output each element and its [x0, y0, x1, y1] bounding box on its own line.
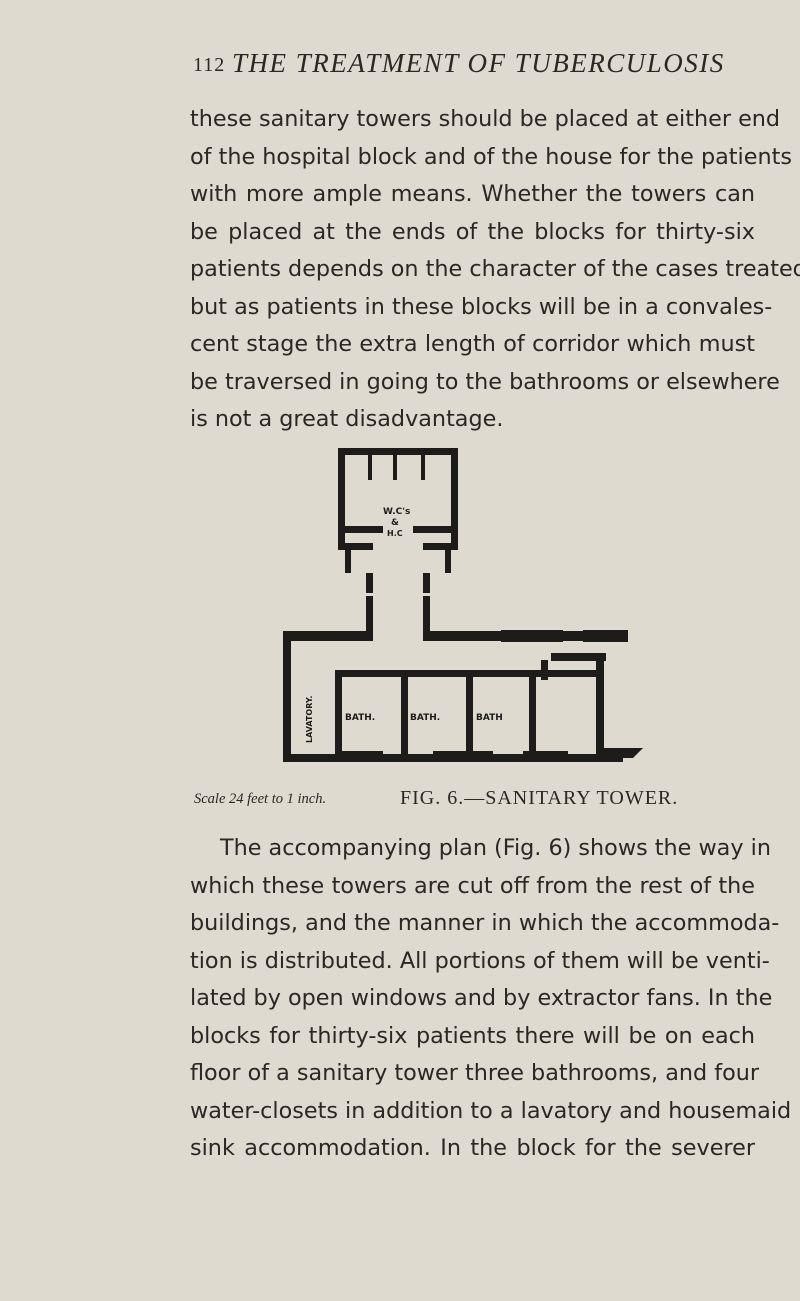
plan-labels: W.C's & H.C LAVATORY. BATH. BATH. BATH	[305, 507, 503, 743]
plan-walls	[283, 448, 643, 762]
text-line: is not a great disadvantage.	[190, 406, 504, 432]
text-line: of the hospital block and of the house f…	[190, 143, 792, 170]
text-line: these sanitary towers should be placed a…	[190, 106, 781, 132]
text-line: The accompanying plan (Fig. 6) shows the…	[220, 835, 771, 861]
text-line: water-closets in addition to a lavatory …	[190, 1097, 792, 1124]
text-line: be placed at the ends of the blocks for …	[190, 218, 755, 245]
text-line: buildings, and the manner in which the a…	[190, 910, 780, 936]
text-line: lated by open windows and by extractor f…	[190, 985, 773, 1011]
paragraph-1: these sanitary towers should be placed a…	[190, 101, 800, 439]
page-number: 112	[193, 54, 226, 76]
wc-label-amp: &	[391, 518, 399, 528]
lavatory-label: LAVATORY.	[305, 696, 314, 743]
running-header: 112 THE TREATMENT OF TUBERCULOSIS	[0, 48, 800, 88]
wc-label-top: W.C's	[383, 507, 410, 517]
text-line: tion is distributed. All portions of the…	[190, 947, 770, 974]
text-line: sink accommodation. In the block for the…	[190, 1135, 755, 1161]
wc-label-bottom: H.C	[387, 529, 403, 538]
sanitary-tower-floor-plan: W.C's & H.C LAVATORY. BATH. BATH. BATH	[283, 448, 643, 762]
text-line: but as patients in these blocks will be …	[190, 293, 773, 320]
text-line: floor of a sanitary tower three bathroom…	[190, 1060, 760, 1086]
figure-caption: FIG. 6.—SANITARY TOWER.	[400, 787, 679, 809]
bath-label-2: BATH.	[410, 713, 440, 723]
text-line: be traversed in going to the bathrooms o…	[190, 368, 780, 395]
figure-caption-row: Scale 24 feet to 1 inch. FIG. 6.—SANITAR…	[0, 787, 800, 817]
text-line: patients depends on the character of the…	[190, 256, 800, 282]
bath-label-1: BATH.	[345, 713, 375, 723]
scale-note: Scale 24 feet to 1 inch.	[194, 791, 327, 807]
running-title: THE TREATMENT OF TUBERCULOSIS	[232, 48, 725, 78]
bath-label-3: BATH	[476, 713, 503, 723]
text-line: with more ample means. Whether the tower…	[190, 181, 755, 207]
text-line: which these towers are cut off from the …	[190, 872, 755, 899]
text-line: blocks for thirty-six patients there wil…	[190, 1022, 755, 1049]
text-line: cent stage the extra length of corridor …	[190, 331, 755, 357]
paragraph-2: The accompanying plan (Fig. 6) shows the…	[190, 830, 792, 1168]
